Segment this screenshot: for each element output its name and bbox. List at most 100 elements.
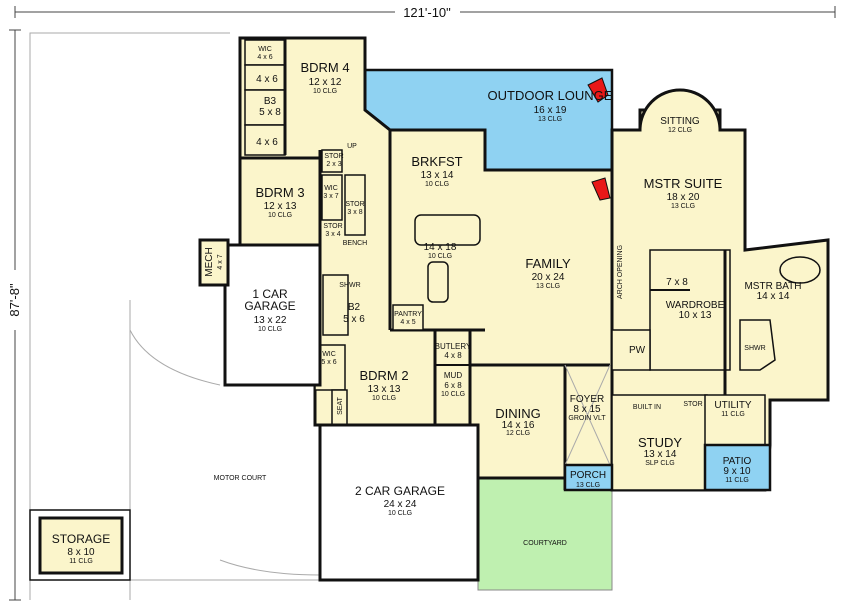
garage1-size: 13 x 22 (254, 315, 287, 326)
mud-ceiling: 10 CLG (441, 391, 465, 398)
fireplace-outdoor-icon (587, 77, 609, 103)
kitchen-size: 14 x 18 (424, 242, 457, 253)
bath-b (244, 124, 286, 156)
b2-name: B2 (348, 302, 361, 313)
wic2-box (321, 174, 343, 221)
seat-name: SEAT (337, 396, 344, 414)
utility-ceiling: 11 CLG (721, 411, 745, 418)
width-label: 121'-10" (403, 5, 451, 20)
stor2-size: 3 x 8 (347, 209, 362, 216)
wic-top-size: 4 x 6 (257, 54, 272, 61)
bdrm3-ceiling: 10 CLG (268, 212, 292, 219)
closet-7x8-size: 7 x 8 (666, 277, 688, 288)
dining-ceiling: 12 CLG (506, 430, 530, 437)
svg-text:OUTDOOR LOUNGE: OUTDOOR LOUNGE (488, 88, 613, 103)
mstr-suite-size: 18 x 20 (667, 192, 700, 203)
pantry-box (392, 304, 424, 331)
brkfst-size: 13 x 14 (421, 170, 454, 181)
wardrobe-box (649, 249, 731, 371)
motor-court-label: MOTOR COURT (214, 475, 267, 482)
mstr-suite-ceiling: 13 CLG (671, 203, 695, 210)
foyer-name: FOYER (570, 394, 604, 405)
mstr-bath-name: MSTR BATH (744, 281, 801, 292)
stor3-name: STOR (323, 223, 342, 230)
bath-a-size: 4 x 6 (256, 74, 278, 85)
bdrm4-name: BDRM 4 (300, 60, 349, 75)
bench-name: BENCH (343, 240, 368, 247)
overall-depth-dimension: 87'-8" (7, 29, 22, 601)
sitting-bay (638, 88, 722, 131)
porch-name: PORCH (570, 470, 606, 481)
wic3-size: 5 x 6 (321, 359, 336, 366)
one-car-garage (223, 243, 322, 387)
sitting-ceiling: 12 CLG (668, 127, 692, 134)
storage-name: STORAGE (52, 532, 110, 546)
outdoor-lounge-name: OUTDOOR LOUNGE (488, 88, 613, 103)
study-name: STUDY (638, 435, 682, 450)
storage-ceiling: 11 CLG (69, 558, 93, 565)
family-name: FAMILY (525, 256, 571, 271)
garage2-name: 2 CAR GARAGE (355, 484, 445, 498)
family-ceiling: 13 CLG (536, 283, 560, 290)
family-size: 20 x 24 (532, 272, 565, 283)
kitchen-island (427, 261, 449, 303)
kitchen-counter (414, 214, 481, 246)
pw-box (611, 329, 651, 371)
brkfst-ceiling: 10 CLG (425, 181, 449, 188)
patio (703, 443, 772, 492)
study-size: 13 x 14 (644, 449, 677, 460)
wic2-size: 3 x 7 (323, 193, 338, 200)
bdrm2-name: BDRM 2 (359, 368, 408, 383)
two-car-garage (318, 423, 480, 582)
depth-label: 87'-8" (7, 283, 22, 317)
patio-name: PATIO (723, 456, 752, 467)
mstr-suite-name: MSTR SUITE (644, 176, 723, 191)
mech-size: 4 x 7 (217, 254, 224, 269)
wic-top-name: WIC (258, 46, 272, 53)
stor1-size: 2 x 3 (326, 161, 341, 168)
pantry-size: 4 x 5 (400, 319, 415, 326)
b3-name: B3 (264, 96, 277, 107)
bdrm2-ceiling: 10 CLG (372, 395, 396, 402)
study-box (611, 394, 708, 491)
study-ceiling: SLP CLG (645, 460, 674, 467)
pantry-name: PANTRY (394, 311, 422, 318)
bath-b-size: 4 x 6 (256, 137, 278, 148)
storage-size: 8 x 10 (67, 547, 95, 558)
utility-name: UTILITY (714, 400, 752, 411)
shower2-name: SHWR (339, 282, 360, 289)
bdrm4-size: 12 x 12 (309, 77, 342, 88)
stor1-name: STOR (324, 153, 343, 160)
mud-size: 6 x 8 (444, 381, 462, 390)
wic2-name: WIC (324, 185, 338, 192)
mech (198, 238, 230, 287)
porch-ceiling: 13 CLG (576, 482, 600, 489)
garage2-ceiling: 10 CLG (388, 510, 412, 517)
patio-ceiling: 11 CLG (725, 477, 749, 484)
mud-name: MUD (444, 371, 462, 380)
patio-size: 9 x 10 (723, 466, 751, 477)
arch-opening-label: ARCH OPENING (617, 245, 624, 299)
outdoor-lounge-size: 16 x 19 (534, 105, 567, 116)
wardrobe-name: WARDROBE (666, 300, 725, 311)
fireplace-family-icon (591, 177, 611, 201)
courtyard (477, 477, 613, 591)
kitchen-ceiling: 10 CLG (428, 253, 452, 260)
storage (38, 516, 124, 575)
wic3-name: WIC (322, 351, 336, 358)
porch (563, 463, 614, 492)
shower-master (739, 319, 776, 371)
dining-name: DINING (495, 406, 541, 421)
foyer-ceiling: GROIN VLT (568, 415, 606, 422)
bdrm3-size: 12 x 13 (264, 201, 297, 212)
pw-name: PW (629, 345, 646, 356)
stor1-box (321, 149, 343, 173)
stor2-box (344, 174, 366, 236)
garage1-ceiling: 10 CLG (258, 326, 282, 333)
b2-box (322, 274, 349, 336)
stor3-size: 3 x 4 (325, 231, 340, 238)
courtyard-label: COURTYARD (523, 540, 567, 547)
outdoor-lounge-ceiling: 13 CLG (538, 116, 562, 123)
